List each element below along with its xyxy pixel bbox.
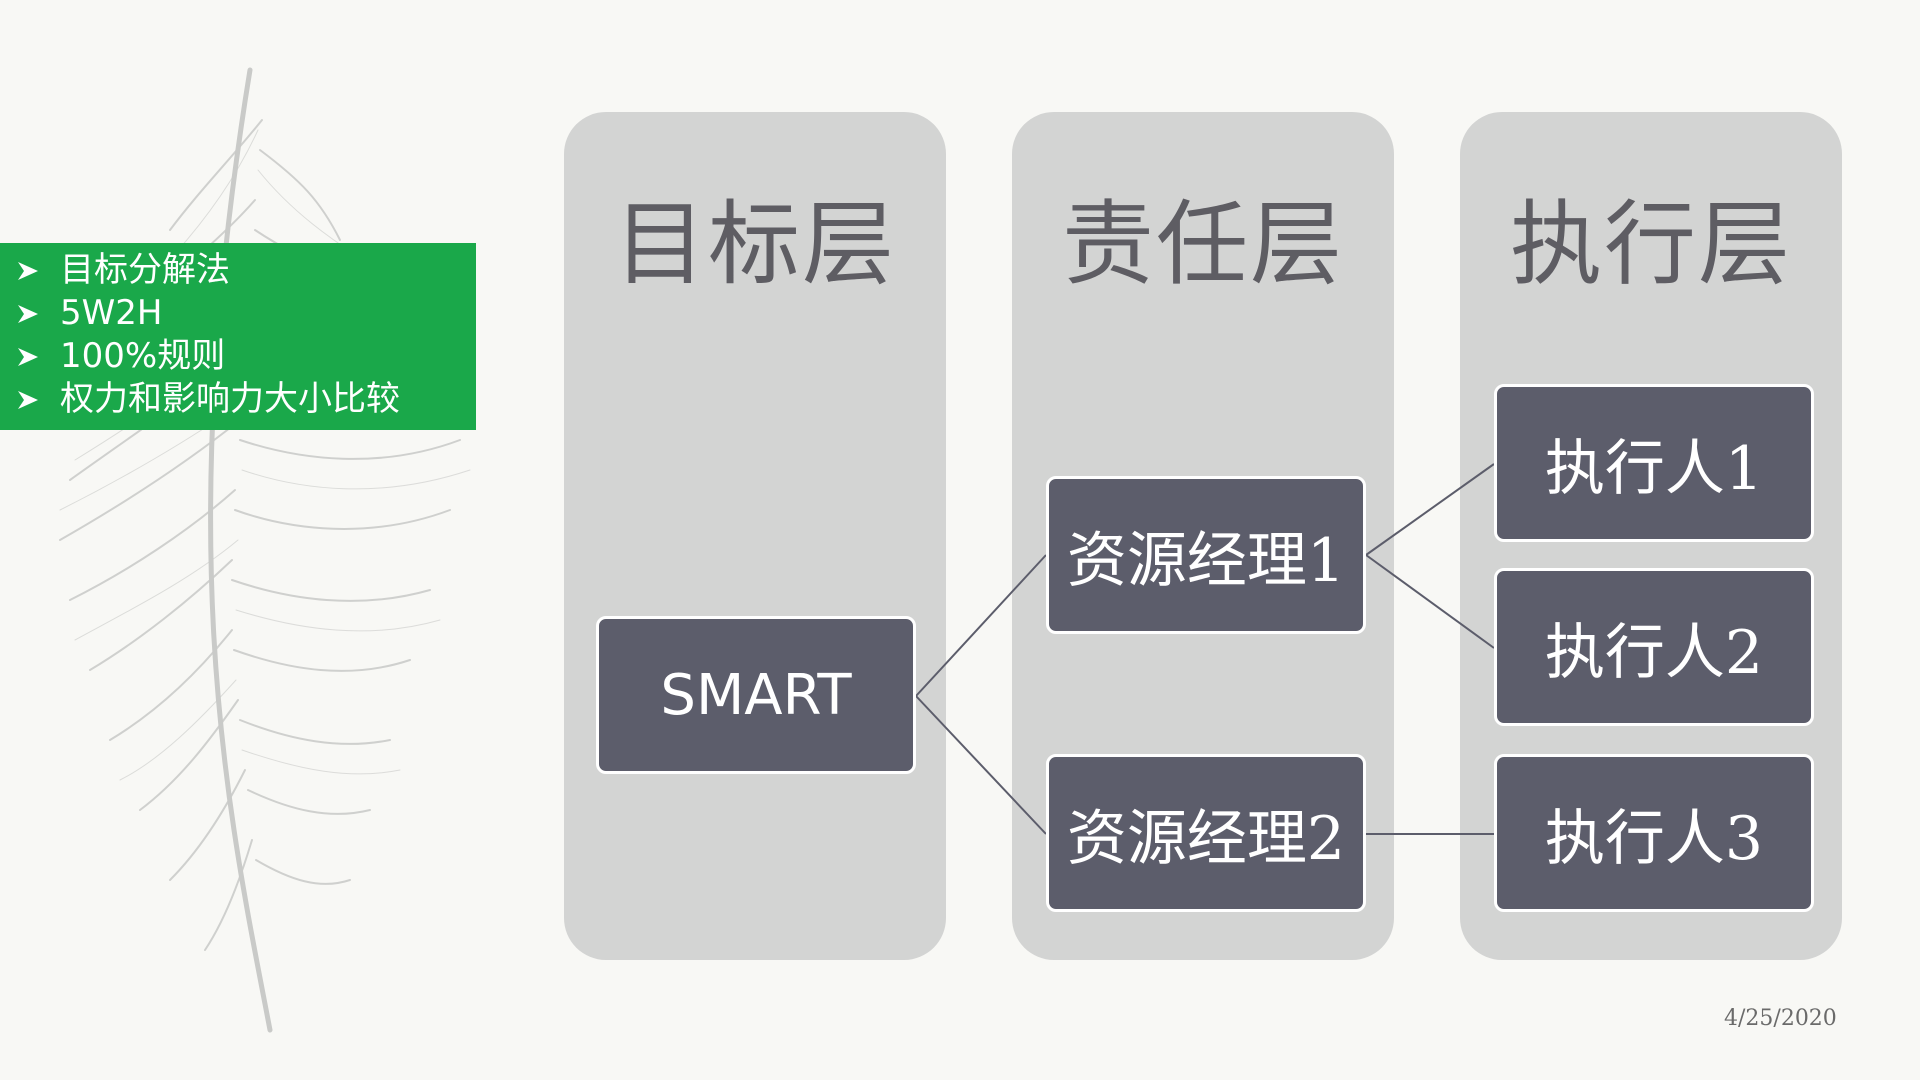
connector-smart-manager1 [915,554,1047,697]
method-item: 100%规则 [16,335,476,378]
method-item: 5W2H [16,292,476,335]
method-label: 目标分解法 [60,250,230,290]
node-executor-1: 执行人1 [1494,384,1814,542]
method-label: 权力和影响力大小比较 [60,379,400,419]
column-title: 执行层 [1509,191,1792,298]
column-goal-layer: 目标层 [564,112,946,960]
column-title: 责任层 [1061,191,1344,298]
method-item: 目标分解法 [16,249,476,292]
slide-date: 4/25/2020 [1724,1006,1837,1031]
connector-manager1-executor2 [1365,554,1495,649]
node-executor-2: 执行人2 [1494,568,1814,726]
node-resource-manager-2: 资源经理2 [1046,754,1366,912]
arrow-bullet-icon [16,292,60,335]
node-executor-3: 执行人3 [1494,754,1814,912]
method-label: 100%规则 [60,336,226,376]
node-resource-manager-1: 资源经理1 [1046,476,1366,634]
connector-smart-manager2 [915,695,1047,835]
connector-manager1-executor1 [1365,463,1495,556]
method-label: 5W2H [60,293,163,333]
arrow-bullet-icon [16,249,60,292]
column-title: 目标层 [613,191,896,298]
method-list: 目标分解法 5W2H 100%规则 权力和影响力大小比较 [0,243,476,430]
method-item: 权力和影响力大小比较 [16,378,476,421]
node-smart: SMART [596,616,916,774]
arrow-bullet-icon [16,335,60,378]
arrow-bullet-icon [16,378,60,421]
